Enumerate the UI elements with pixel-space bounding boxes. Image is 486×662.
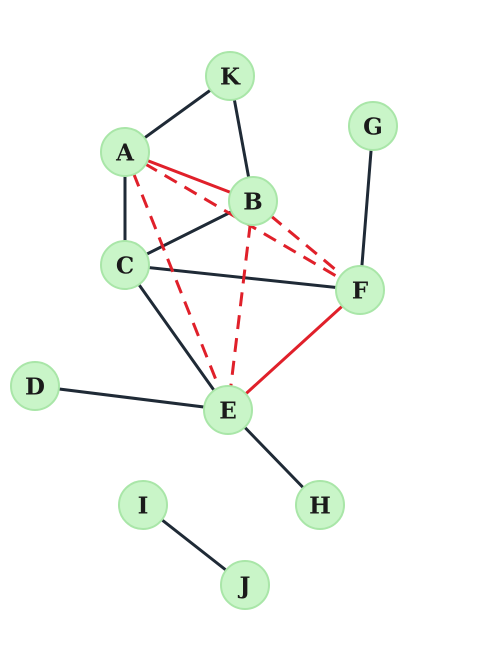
node-circle-d [10, 361, 60, 411]
node-circle-a [100, 127, 150, 177]
node-label-a: A [115, 140, 135, 167]
node-label-b: B [243, 189, 262, 216]
node-label-k: K [220, 64, 241, 91]
node-h: H [295, 480, 345, 530]
node-label-g: G [363, 114, 383, 141]
node-label-c: C [116, 253, 134, 280]
node-circle-g [348, 101, 398, 151]
node-i: I [118, 480, 168, 530]
node-f: F [335, 265, 385, 315]
node-circle-f [335, 265, 385, 315]
node-circle-c [100, 240, 150, 290]
nodes-layer: K G A B C F D E H I J [10, 51, 398, 610]
node-circle-e [203, 385, 253, 435]
node-d: D [10, 361, 60, 411]
node-circle-h [295, 480, 345, 530]
node-label-d: D [25, 374, 45, 401]
node-b: B [228, 176, 278, 226]
node-a: A [100, 127, 150, 177]
node-k: K [205, 51, 255, 101]
node-j: J [220, 560, 270, 610]
edge-c-e [123, 263, 230, 412]
node-label-j: J [238, 573, 251, 600]
edge-e-f [226, 288, 362, 412]
edge-g-f [358, 124, 375, 292]
edge-b-e [226, 200, 255, 411]
node-label-e: E [219, 398, 237, 425]
edge-d-e [33, 384, 230, 412]
node-label-f: F [352, 278, 369, 305]
edge-a-e [123, 151, 230, 411]
node-label-h: H [309, 493, 331, 520]
node-e: E [203, 385, 253, 435]
node-circle-b [228, 176, 278, 226]
node-label-i: I [138, 493, 149, 520]
node-c: C [100, 240, 150, 290]
node-circle-k [205, 51, 255, 101]
node-circle-j [220, 560, 270, 610]
node-g: G [348, 101, 398, 151]
node-circle-i [118, 480, 168, 530]
